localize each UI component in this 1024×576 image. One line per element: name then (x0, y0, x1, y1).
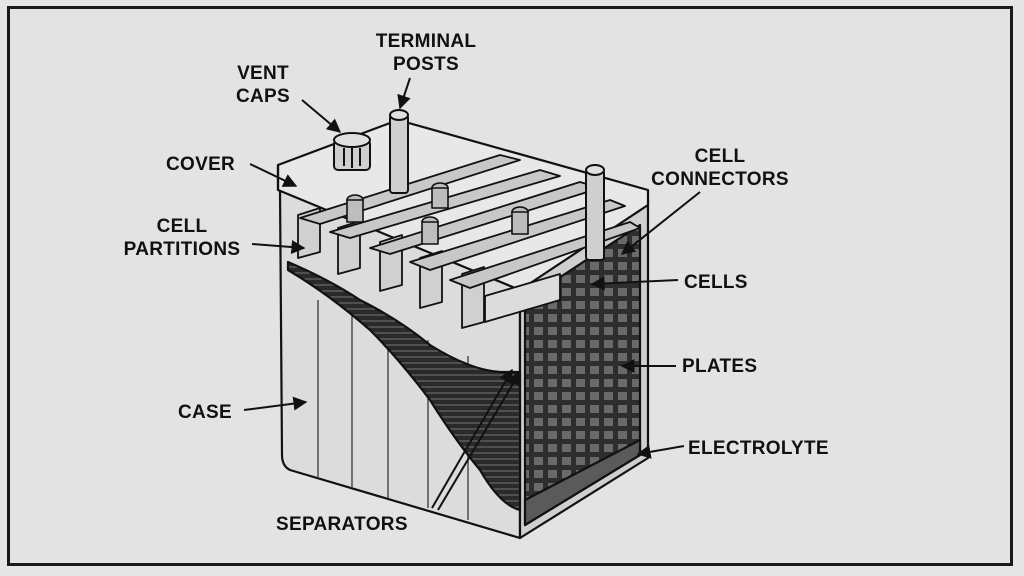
label-vent-caps-line1: VENT (237, 63, 289, 84)
leader-cover (249, 163, 298, 187)
leader-cell-connectors (620, 191, 701, 255)
label-terminal-posts-line2: POSTS (393, 54, 459, 75)
separators-cutaway (286, 260, 522, 512)
label-cell-partitions-line1: CELL (157, 216, 208, 237)
label-terminal-posts-line1: TERMINAL (376, 31, 477, 52)
leader-cells (590, 276, 679, 291)
label-plates: PLATES (682, 356, 757, 377)
label-cell-connectors-line2: CONNECTORS (651, 169, 789, 190)
labels: TERMINAL POSTS VENT CAPS COVER CELL PART… (124, 31, 829, 535)
connector-lugs (346, 182, 529, 245)
terminal-post-left (389, 109, 409, 194)
leader-cell-partitions (251, 240, 306, 255)
leader-terminal-posts (397, 77, 411, 110)
battery (276, 109, 650, 540)
label-cells: CELLS (684, 272, 748, 293)
leader-vent-caps (301, 99, 342, 133)
vent-cap (333, 132, 371, 171)
label-cell-partitions-line2: PARTITIONS (124, 239, 241, 260)
label-vent-caps-line2: CAPS (236, 86, 290, 107)
terminal-post-right (585, 164, 605, 261)
leader-lines (243, 77, 701, 511)
label-cell-connectors-line1: CELL (695, 146, 746, 167)
label-separators: SEPARATORS (276, 514, 408, 535)
label-case: CASE (178, 402, 232, 423)
leader-separators-2 (437, 370, 521, 511)
label-electrolyte: ELECTROLYTE (688, 438, 829, 459)
leader-separators-1 (431, 368, 513, 509)
leader-electrolyte (636, 444, 685, 459)
leader-case (243, 396, 308, 411)
label-cover: COVER (166, 154, 235, 175)
